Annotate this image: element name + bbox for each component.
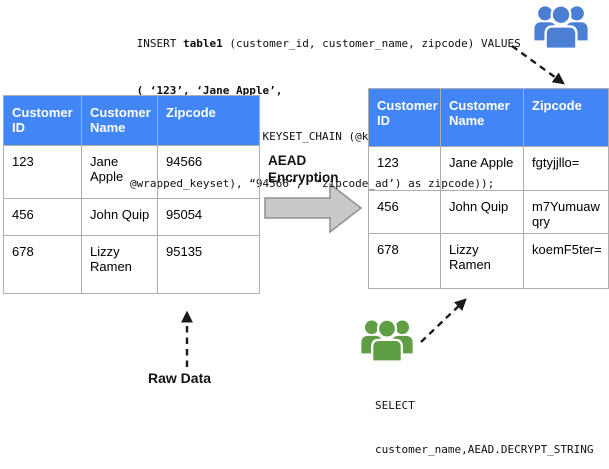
column-header-customer-id: Customer ID [3,95,82,146]
table-cell: fgtyjjllo= [523,146,609,191]
green-users-icon [361,318,413,362]
table-row: 678 Lizzy Ramen 95135 [3,235,260,294]
table-cell: John Quip [81,198,158,236]
table-row: 456 John Quip m7Yumuawqry [368,190,609,234]
encrypted-data-table: Customer ID Customer Name Zipcode 123 Ja… [368,88,609,289]
table-row: 123 Jane Apple 94566 [3,145,260,199]
select-sql-code: SELECT customer_name,AEAD.DECRYPT_STRING… [375,370,594,469]
raw-data-table: Customer ID Customer Name Zipcode 123 Ja… [3,95,260,294]
blue-users-icon [534,4,588,49]
select-flow-dashed-arrow [420,298,467,343]
table-cell: 678 [3,235,82,294]
table-cell: Jane Apple [81,145,158,199]
table-cell: 95054 [157,198,260,236]
table-cell: Lizzy Ramen [81,235,158,294]
table-cell: Lizzy Ramen [440,233,524,289]
table-header-row: Customer ID Customer Name Zipcode [3,95,260,146]
table-row: 123 Jane Apple fgtyjjllo= [368,146,609,191]
code-text-bold: table1 [182,37,223,50]
code-line: INSERT table1 (customer_id, customer_nam… [130,36,521,52]
code-line: ( ‘123’, ‘Jane Apple’, [130,83,283,97]
aead-encryption-label: AEAD Encryption [268,153,339,185]
table-row: 678 Lizzy Ramen koemF5ter= [368,233,609,289]
table-cell: 456 [368,190,441,234]
column-header-zipcode: Zipcode [523,88,609,147]
table-cell: 123 [368,146,441,191]
code-text: INSERT [130,37,183,50]
code-line: SELECT [375,399,415,412]
table-cell: koemF5ter= [523,233,609,289]
table-cell: Jane Apple [440,146,524,191]
column-header-zipcode: Zipcode [157,95,260,146]
table-cell: John Quip [440,190,524,234]
column-header-customer-name: Customer Name [81,95,158,146]
table-cell: 123 [3,145,82,199]
table-cell: 95135 [157,235,260,294]
code-line: customer_name,AEAD.DECRYPT_STRING [375,442,594,456]
table-row: 456 John Quip 95054 [3,198,260,236]
column-header-customer-name: Customer Name [440,88,524,147]
table-cell: m7Yumuawqry [523,190,609,234]
table-cell: 94566 [157,145,260,199]
table-cell: 678 [368,233,441,289]
raw-data-label: Raw Data [148,370,212,386]
encryption-block-arrow [264,182,363,234]
code-text: (customer_id, customer_name, zipcode) VA… [222,37,521,50]
table-cell: 456 [3,198,82,236]
table-header-row: Customer ID Customer Name Zipcode [368,88,609,147]
column-header-customer-id: Customer ID [368,88,441,147]
